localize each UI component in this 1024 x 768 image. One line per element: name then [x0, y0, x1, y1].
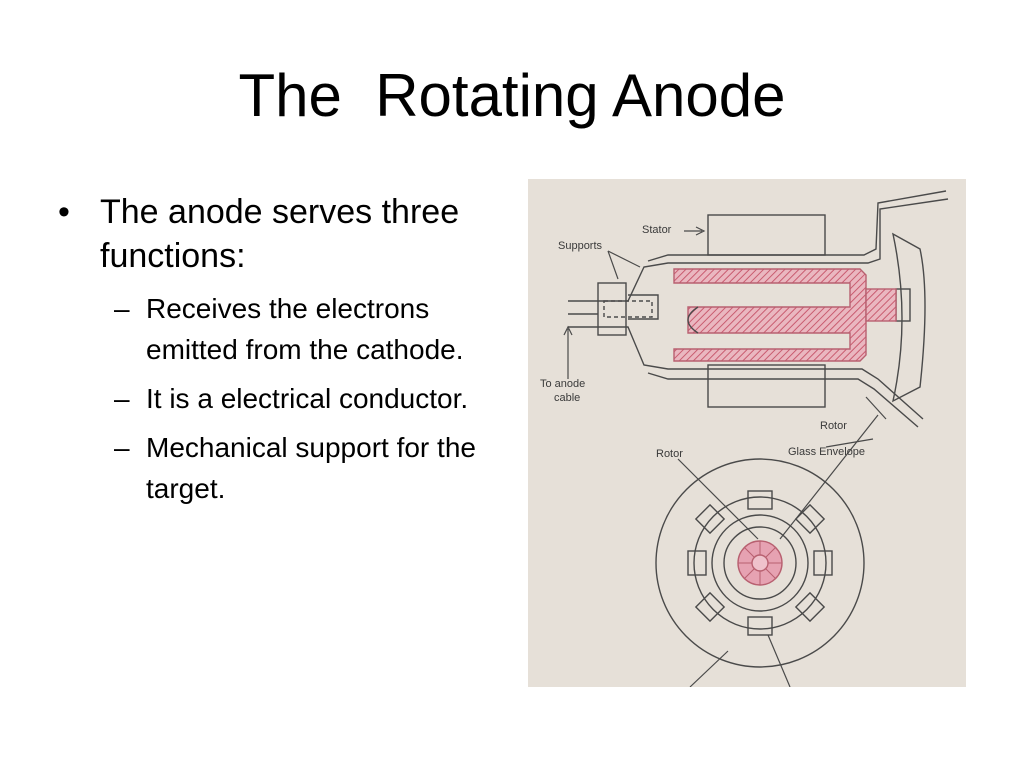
sub-list: – Receives the electrons emitted from th… — [58, 288, 498, 509]
label-cable: cable — [554, 392, 580, 404]
bullet-list: • The anode serves three functions: – Re… — [58, 190, 498, 517]
bullet-item: • The anode serves three functions: — [58, 190, 498, 278]
dash-marker: – — [114, 383, 130, 414]
rotor-cross-section — [655, 458, 865, 668]
slide-title: The Rotating Anode — [238, 62, 786, 129]
stator-ring — [693, 496, 827, 630]
sub-item-text: It is a electrical conductor. — [146, 383, 469, 414]
label-supports: Supports — [558, 240, 603, 252]
label-glass-envelope: Glass Envelope — [788, 446, 865, 458]
rotor-hatched — [673, 268, 867, 362]
rotating-anode-diagram: Stator Supports To anode cable Rotor Rot… — [528, 179, 966, 687]
dash-marker: – — [114, 293, 130, 324]
callout-arrows — [563, 226, 887, 687]
tube-cross-section — [568, 190, 949, 428]
stator-coil-bottom — [707, 364, 826, 408]
dash-marker: – — [114, 432, 130, 463]
sub-item-text: Mechanical support for the target. — [146, 432, 476, 504]
anode-target — [891, 232, 926, 403]
label-rotor-bottom: Rotor — [656, 448, 683, 460]
sub-item: – Mechanical support for the target. — [58, 427, 498, 509]
label-to-anode: To anode — [540, 378, 585, 390]
stator-coil-top — [707, 214, 826, 256]
sub-item: – Receives the electrons emitted from th… — [58, 288, 498, 370]
sub-item-text: Receives the electrons emitted from the … — [146, 293, 464, 365]
sub-item: – It is a electrical conductor. — [58, 378, 498, 419]
label-stator: Stator — [642, 224, 672, 236]
bullet-marker: • — [58, 193, 70, 231]
stator-teeth — [687, 490, 833, 636]
label-rotor-top: Rotor — [820, 420, 847, 432]
envelope-circle — [655, 458, 865, 668]
bullet-text: The anode serves three functions: — [100, 193, 460, 275]
